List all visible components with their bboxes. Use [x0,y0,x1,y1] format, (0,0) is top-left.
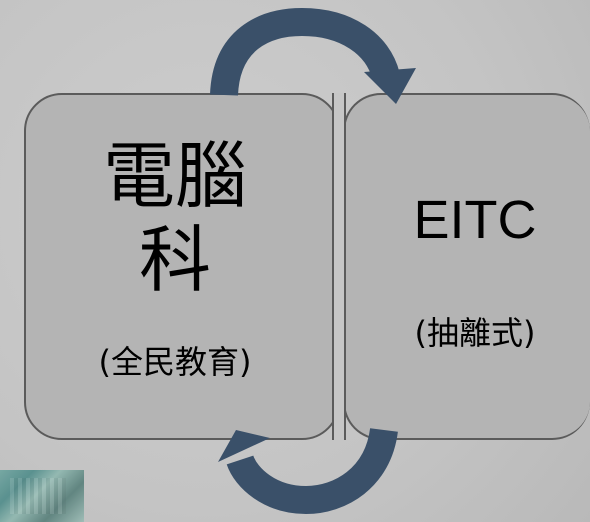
computer-subject-subtitle: (全民教育) [98,343,252,381]
computer-subject-title-line1: 電腦 [102,134,247,218]
top-curved-arrow-icon [210,7,416,104]
center-divider [332,93,346,440]
corner-thumbnail-image [0,470,84,522]
computer-subject-title: 電腦 科 [80,134,270,302]
computer-subject-title-line2: 科 [138,218,211,302]
bottom-curved-arrow-icon [218,427,398,515]
eitc-title: EITC [413,190,537,250]
eitc-box [343,93,590,440]
eitc-subtitle: (抽離式) [414,314,536,352]
